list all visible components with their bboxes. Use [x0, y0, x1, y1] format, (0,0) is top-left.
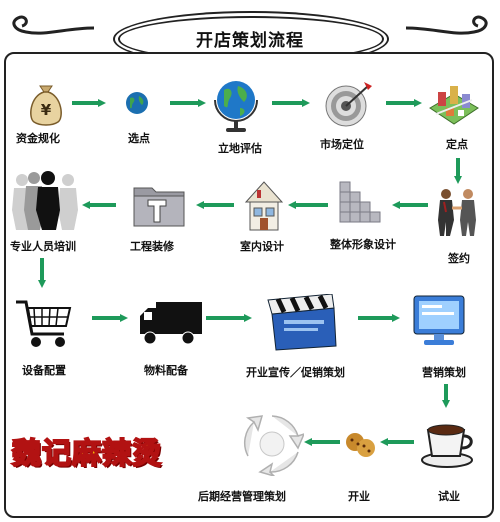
step-label: 定点: [446, 138, 468, 151]
cart-icon: [16, 300, 72, 347]
step-label: 物料配备: [144, 364, 188, 377]
monitor-icon: [413, 295, 465, 345]
step-label: 试业: [438, 490, 460, 503]
right-scroll-ornament: [405, 15, 488, 35]
step-label: 选点: [128, 132, 150, 145]
globe-icon: [126, 92, 148, 114]
money-bag-icon: ¥: [30, 85, 62, 126]
step-label: 营销策划: [422, 366, 466, 379]
step-label: 专业人员培训: [10, 240, 76, 253]
step-label: 开业宣传／促销策划: [246, 366, 345, 379]
handshake-icon: [438, 189, 476, 236]
step-label: 立地评估: [218, 142, 262, 155]
svg-text:¥: ¥: [41, 101, 52, 119]
step-label: 室内设计: [240, 240, 284, 253]
step-label: 资金规化: [16, 132, 60, 145]
cookie-icon: [346, 433, 375, 457]
left-scroll-ornament: [12, 15, 95, 35]
target-icon: [325, 82, 372, 127]
step-label: 开业: [348, 490, 370, 503]
step-label: 工程装修: [130, 240, 174, 253]
recycle-icon: [243, 415, 304, 476]
city-map-icon: [429, 86, 479, 125]
people-icon: [12, 171, 78, 230]
truck-icon: [140, 302, 202, 345]
step-label: 签约: [448, 252, 470, 265]
step-label: 整体形象设计: [330, 238, 396, 251]
globe-stand-icon: [214, 81, 258, 132]
house-icon: [244, 181, 284, 231]
page-title: 开店策划流程: [196, 31, 304, 51]
brand-logo-text: 魏记麻辣烫: [11, 435, 163, 471]
cube-stairs-icon: [339, 181, 381, 223]
coffee-cup-icon: [421, 424, 473, 468]
step-label: 设备配置: [22, 364, 66, 377]
step-label: 市场定位: [320, 138, 364, 151]
step-label: 后期经营管理策划: [198, 490, 286, 503]
clapper-icon: [267, 294, 337, 351]
hammer-folder-icon: [133, 187, 185, 227]
